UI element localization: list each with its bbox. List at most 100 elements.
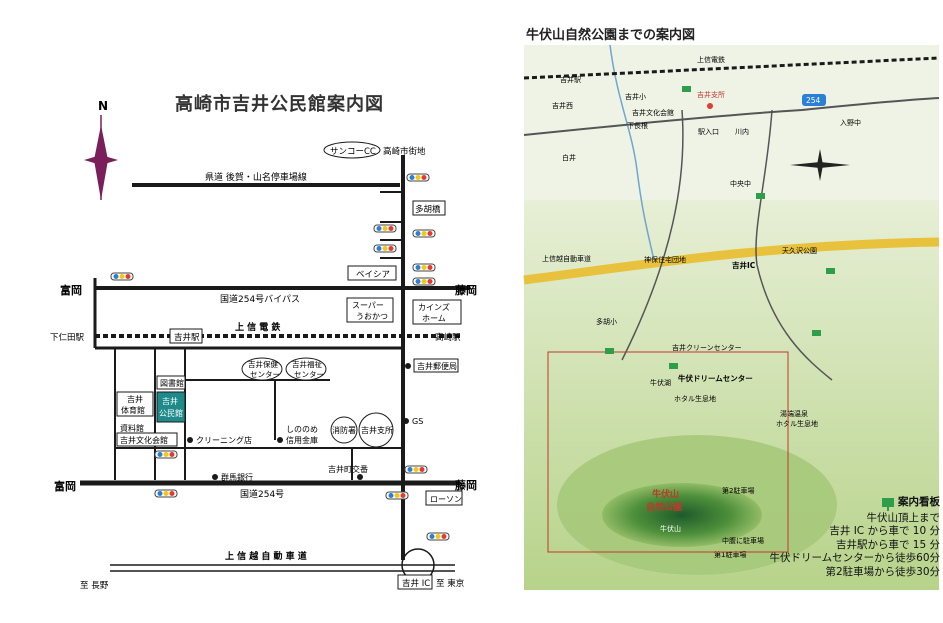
ushibuse-mountain [602,483,762,547]
svg-text:吉井小: 吉井小 [625,92,646,101]
svg-text:ホタル生息地: ホタル生息地 [674,394,716,403]
legend-title: 案内看板 [898,496,940,508]
fujioka-label-2: 藤岡 [455,478,477,492]
takasaki-station-label: 高崎駅 [435,332,461,343]
traffic-signals [110,173,450,541]
right-railway [523,56,940,80]
svg-text:吉井西: 吉井西 [552,101,573,110]
svg-text:牛伏山: 牛伏山 [652,488,679,500]
fire-station-label: 消防署 [332,425,356,435]
legend-line-3: 吉井駅から車で 15 分 [835,538,940,551]
shimonita-label: 下仁田駅 [50,332,85,343]
legend-line-5: 第2駐車場から徒歩30分 [825,565,940,578]
svg-text:牛伏山: 牛伏山 [660,524,681,533]
cleaning-label: クリーニング店 [196,435,252,445]
svg-text:吉井クリーンセンター: 吉井クリーンセンター [672,343,742,352]
right-map-title: 牛伏山自然公園までの案内図 [526,28,696,43]
svg-text:吉井文化会館: 吉井文化会館 [632,108,674,117]
svg-text:第1駐車場: 第1駐車場 [714,550,746,559]
left-map-svg: N 県道 後賀・山名停車場線 サンコーCC 高崎市街地 多胡橋 ベイシア 国道2… [50,99,477,591]
kominkan-box [156,391,186,423]
focus-frame [547,351,789,553]
tagohashi-label: 多胡橋 [415,204,441,215]
kominkan-label-1: 吉井 [162,396,178,406]
shiryokan-label: 資料館 [120,423,144,433]
svg-text:牛伏湖: 牛伏湖 [650,378,671,387]
guide-sign-icons [605,86,835,369]
crossing-label: 吉井町交番 [328,464,368,474]
legend-line-1: 牛伏山頂上まで [866,511,941,524]
svg-text:254: 254 [806,96,821,105]
north-arrow-icon: N [84,99,118,200]
svg-text:湯端温泉: 湯端温泉 [780,409,808,418]
right-map-svg: 上信電鉄 254 吉井駅 吉井小 吉井支所 吉井文化会館 吉井西 下長根 駅入口… [523,44,940,590]
yoshii-station-label: 吉井駅 [174,332,200,343]
svg-text:吉井駅: 吉井駅 [560,75,581,84]
to-nagano-label: 至 長野 [80,581,109,591]
kainzu-label-2: ホーム [422,314,446,323]
svg-text:中腹に駐車場: 中腹に駐車場 [722,536,764,545]
yoshii-ic-label: 吉井 IC [402,578,430,589]
legend-line-2: 吉井 IC から車で 10 分 [829,525,940,538]
river [609,44,655,261]
takasaki-city-label: 高崎市街地 [383,146,426,157]
railway-label: 上 信 電 鉄 [235,321,281,333]
sanko-cc-label: サンコーCC [330,147,376,157]
right-map-panel: 牛伏山自然公園までの案内図 上信電鉄 254 [522,0,943,623]
sanko-cc-oval [323,141,381,159]
svg-text:第2駐車場: 第2駐車場 [722,486,754,495]
svg-text:天久沢公園: 天久沢公園 [782,246,817,255]
fukushi-label-2: センター [294,370,324,379]
svg-text:吉井支所: 吉井支所 [697,90,725,99]
beisia-label: ベイシア [356,270,390,280]
svg-text:中央中: 中央中 [730,179,751,188]
bypass-label: 国道254号バイパス [220,293,300,305]
legend-line-4: 牛伏ドリームセンターから徒歩60分 [769,552,940,565]
to-tokyo-label: 至 東京 [436,578,464,589]
svg-text:下長根: 下長根 [627,121,648,130]
left-map-title: 高崎市吉井公民館案内図 [175,94,384,115]
gs-label: GS [412,417,423,426]
svg-text:白井: 白井 [562,153,576,162]
svg-text:牛伏ドリームセンター: 牛伏ドリームセンター [678,373,753,383]
svg-text:自然公園: 自然公園 [646,501,682,513]
svg-text:神保住宅団地: 神保住宅団地 [644,255,686,264]
kominkan-label-2: 公民館 [159,408,183,418]
bunka-label: 吉井文化会館 [120,435,168,445]
shinonome-label-2: 信用金庫 [286,435,318,445]
svg-text:多胡小: 多胡小 [596,317,617,326]
left-map-panel: 高崎市吉井公民館案内図 N 県道 後賀・山名停車場線 サンコーCC 高崎市街地 … [50,94,477,591]
svg-text:上信電鉄: 上信電鉄 [697,55,725,64]
svg-text:駅入口: 駅入口 [698,128,719,136]
svg-text:上信越自動車道: 上信越自動車道 [542,254,591,263]
guide-sign-legend-icon [882,498,894,512]
shinonome-label-1: しののめ [286,425,318,434]
compass-icon [790,149,850,181]
prefectural-road-label: 県道 後賀・山名停車場線 [205,171,307,183]
fukushi-label-1: 吉井福祉 [292,359,322,369]
gym-label-2: 体育館 [121,405,145,415]
yoshii-branch-label: 吉井支所 [361,425,393,435]
svg-text:川内: 川内 [735,127,749,136]
svg-text:入野中: 入野中 [840,118,861,127]
fujioka-label-1: 藤岡 [455,283,477,297]
kainzu-label-1: カインズ [418,302,450,312]
svg-text:吉井IC: 吉井IC [732,260,756,270]
tomioka-label-2: 富岡 [54,479,76,493]
expressway-label: 上 信 越 自 動 車 道 [225,550,307,562]
hoken-label-2: センター [250,370,280,379]
gym-label-1: 吉井 [127,394,143,404]
super-okatsu-label-1: スーパー [352,301,384,310]
legend: 案内看板 牛伏山頂上まで 吉井 IC から車で 10 分 吉井駅から車で 15 … [750,496,940,579]
north-label: N [98,99,108,113]
super-okatsu-label-2: うおかつ [356,312,388,321]
tomioka-label-1: 富岡 [60,283,82,297]
post-office-label: 吉井郵便局 [417,361,457,371]
library-label: 図書館 [160,378,184,388]
gunma-bank-label: 群馬銀行 [221,472,253,482]
expressway-right [523,237,940,285]
lawson-label: ローソン [430,495,462,504]
hoken-label-1: 吉井保健 [248,359,278,369]
route254-label: 国道254号 [240,488,284,500]
svg-text:ホタル生息地: ホタル生息地 [776,419,818,428]
